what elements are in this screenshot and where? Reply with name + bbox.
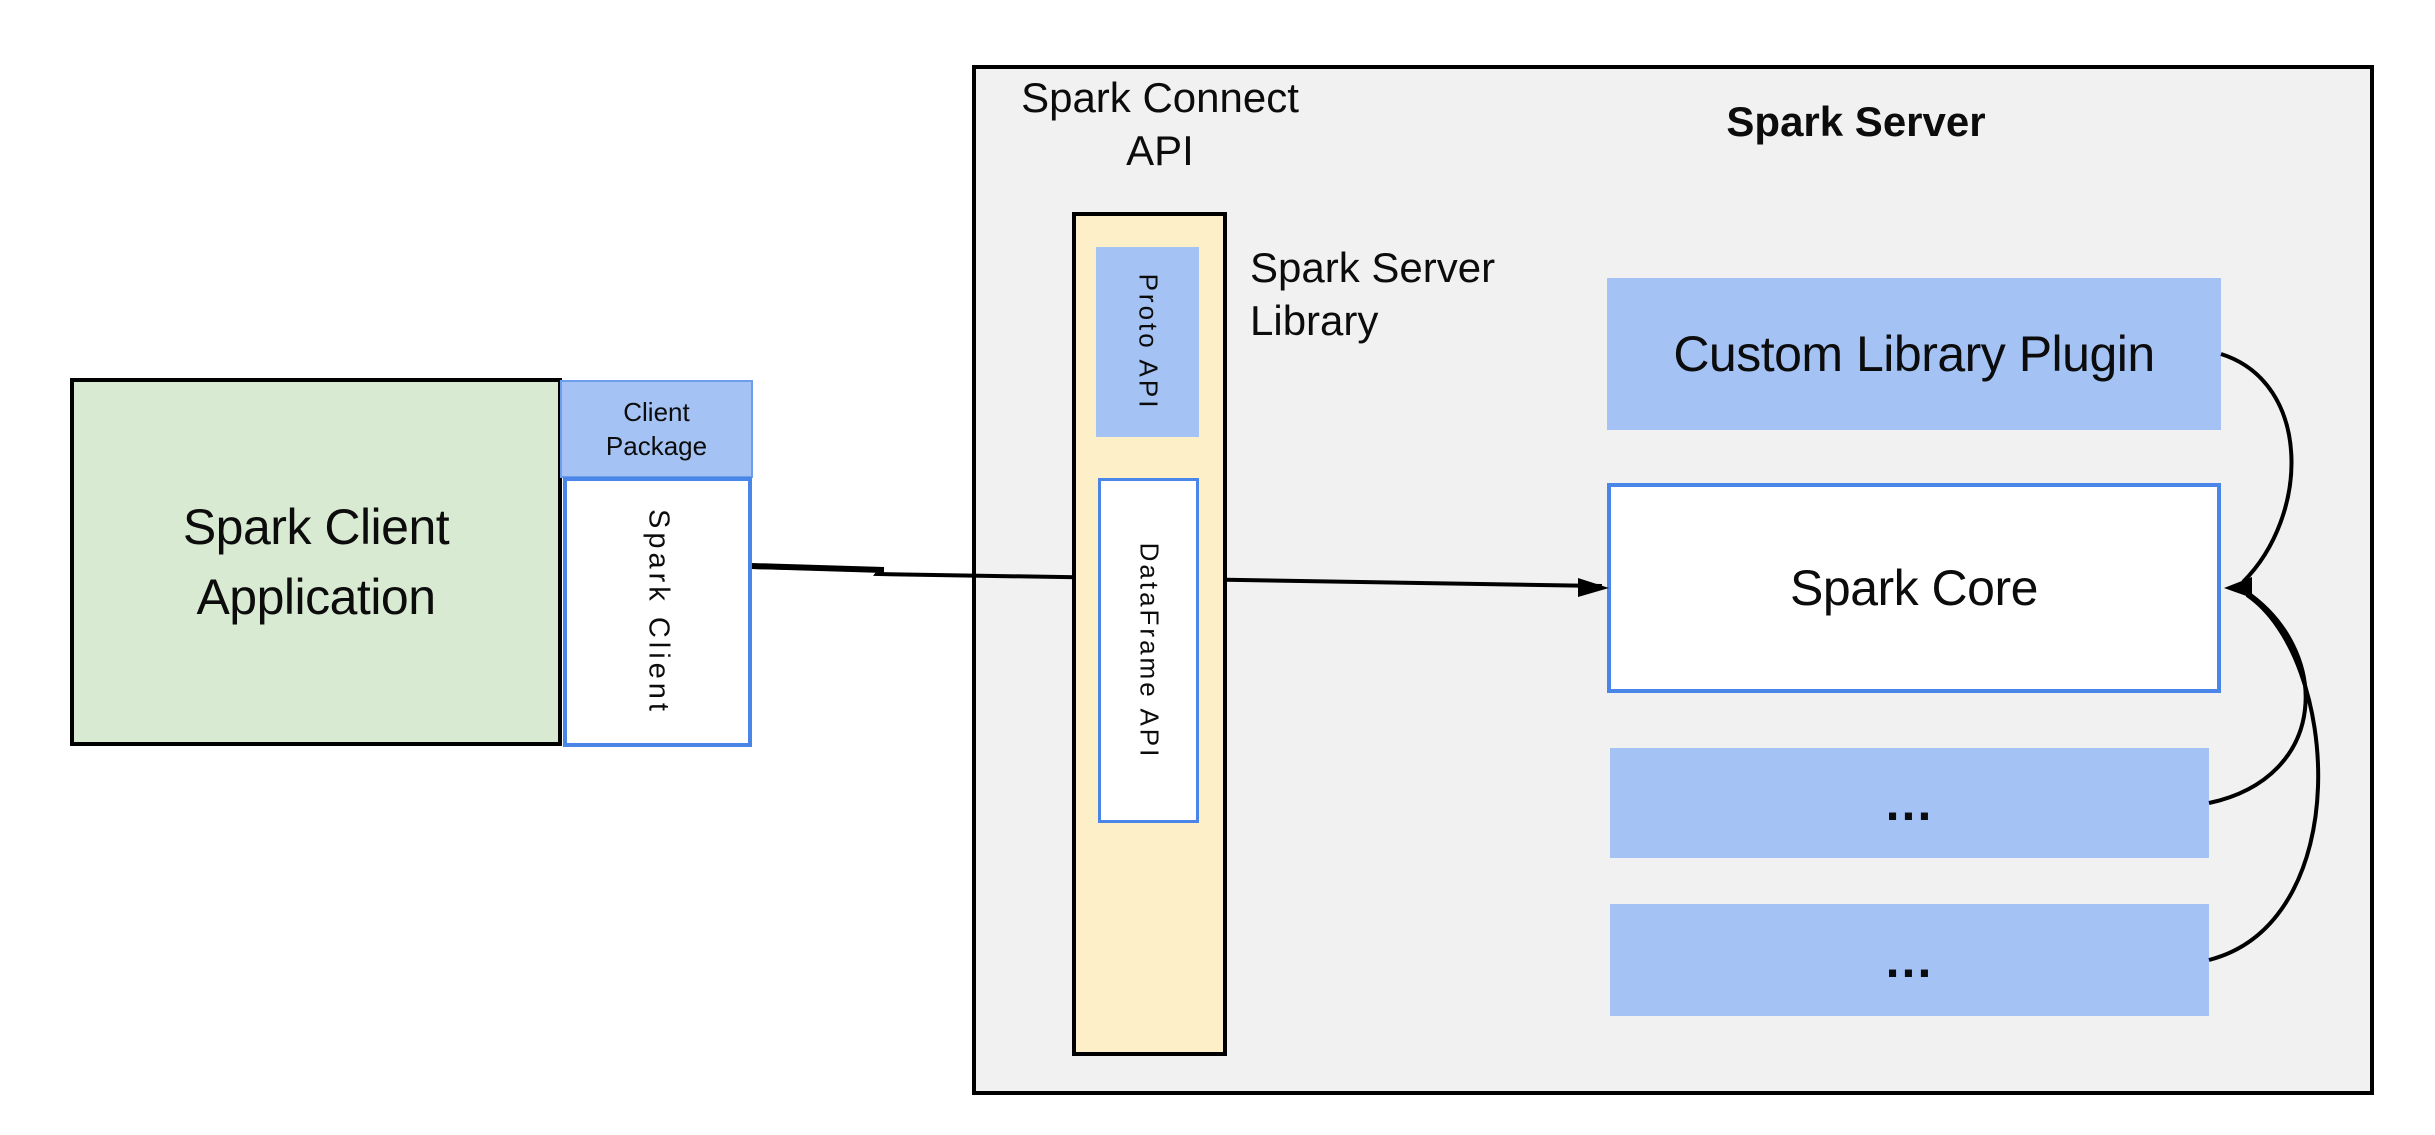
- spark-client-vertical-label: Spark Client: [642, 509, 674, 715]
- client-package-label: Client Package: [605, 396, 708, 461]
- spark-client-application-label: Spark Client Application: [182, 499, 450, 625]
- spark-server-library-label: Spark Server Library: [1250, 244, 1496, 344]
- plugin-slot-box-2: ...: [1610, 904, 2209, 1016]
- client-package-box: Client Package: [560, 380, 753, 478]
- spark-core-label: Spark Core: [1790, 560, 2038, 616]
- plugin-slot-1-label: ...: [1885, 775, 1934, 831]
- proto-api-label: Proto API: [1133, 273, 1163, 411]
- dataframe-api-box: DataFrame API: [1098, 478, 1199, 823]
- spark-client-application-box: Spark Client Application: [70, 378, 562, 746]
- spark-core-box: Spark Core: [1607, 483, 2221, 693]
- plugin-slot-box-1: ...: [1610, 748, 2209, 858]
- plugin-slot-2-label: ...: [1885, 932, 1934, 988]
- custom-library-plugin-label: Custom Library Plugin: [1673, 326, 2155, 382]
- proto-api-box: Proto API: [1096, 247, 1199, 437]
- spark-server-title: Spark Server: [1726, 98, 1986, 145]
- custom-library-plugin-box: Custom Library Plugin: [1607, 278, 2221, 430]
- spark-connect-api-label: Spark Connect API: [1021, 74, 1299, 174]
- spark-client-box: Spark Client: [563, 477, 752, 747]
- dataframe-api-label: DataFrame API: [1134, 542, 1164, 759]
- client-arrow-start-stroke: [751, 563, 885, 573]
